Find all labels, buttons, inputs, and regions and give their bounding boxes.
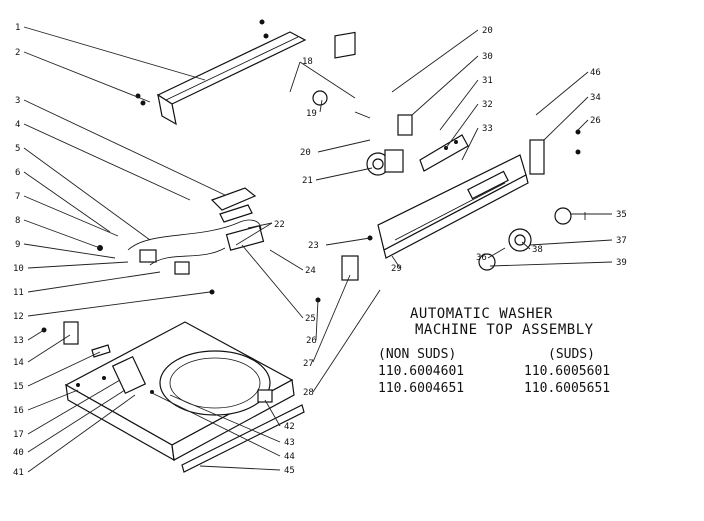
callout-label: 40 xyxy=(13,448,24,458)
callout-label: 10 xyxy=(13,264,24,274)
callout-label: 22 xyxy=(274,220,285,230)
callout-label: 44 xyxy=(284,452,295,462)
callout-label: 13 xyxy=(13,336,24,346)
callout-label: 12 xyxy=(13,312,24,322)
callout-label: 31 xyxy=(482,76,493,86)
callout-label: 15 xyxy=(13,382,24,392)
callout-label: 34 xyxy=(590,93,601,103)
callout-label: 20 xyxy=(482,26,493,36)
callout-label: 30 xyxy=(482,52,493,62)
console-panel xyxy=(377,154,529,259)
callout-label: 9 xyxy=(15,240,20,250)
callout-label: 2 xyxy=(15,48,20,58)
suds-header: (SUDS) xyxy=(548,347,595,362)
non-suds-part-number: 110.6004651 xyxy=(378,381,464,396)
callout-label: 21 xyxy=(302,176,313,186)
callout-label: 18 xyxy=(302,57,313,67)
callout-label: 25 xyxy=(305,314,316,324)
callout-label: 6 xyxy=(15,168,20,178)
callout-label: 3 xyxy=(15,96,20,106)
non-suds-part-number: 110.6004601 xyxy=(378,364,464,379)
callout-label: 38 xyxy=(532,245,543,255)
machine-top-frame xyxy=(64,321,305,473)
callout-label: 36 xyxy=(476,253,487,263)
lid-switch xyxy=(315,235,373,303)
timer-motor xyxy=(366,149,404,176)
callout-label: 7 xyxy=(15,192,20,202)
callout-label: 28 xyxy=(303,388,314,398)
callout-label: 19 xyxy=(306,109,317,119)
callout-label: 41 xyxy=(13,468,24,478)
top-trim-rail xyxy=(135,19,307,126)
callout-label: 26 xyxy=(306,336,317,346)
callout-label: 1 xyxy=(15,23,20,33)
callout-label: 11 xyxy=(13,288,24,298)
callout-label: 27 xyxy=(303,359,314,369)
callout-label: 4 xyxy=(15,120,20,130)
callout-label: 32 xyxy=(482,100,493,110)
callout-label: 8 xyxy=(15,216,20,226)
callout-labels: 1 2 3 4 5 6 7 8 9 10 11 12 13 14 15 16 1… xyxy=(13,23,627,478)
title-block: AUTOMATIC WASHER MACHINE TOP ASSEMBLY (N… xyxy=(378,306,610,396)
callout-label: 33 xyxy=(482,124,493,134)
callout-label: 43 xyxy=(284,438,295,448)
callout-label: 42 xyxy=(284,422,295,432)
diagram-title-line-1: AUTOMATIC WASHER xyxy=(410,306,553,322)
callout-label: 23 xyxy=(308,241,319,251)
callout-label: 26 xyxy=(590,116,601,126)
callout-label: 37 xyxy=(616,236,627,246)
callout-label: 24 xyxy=(305,266,316,276)
leader-lines xyxy=(23,26,613,473)
callout-label: 45 xyxy=(284,466,295,476)
callout-label: 46 xyxy=(590,68,601,78)
callout-label: 17 xyxy=(13,430,24,440)
non-suds-header: (NON SUDS) xyxy=(378,347,456,362)
lid-switch-harness xyxy=(97,187,265,295)
callout-label: 14 xyxy=(13,358,24,368)
diagram-title-line-2: MACHINE TOP ASSEMBLY xyxy=(415,322,594,338)
timer-switch-assembly xyxy=(312,31,371,119)
callout-label: 29 xyxy=(391,264,402,274)
control-knobs xyxy=(478,207,572,271)
end-bracket xyxy=(529,129,581,175)
suds-part-number: 110.6005601 xyxy=(524,364,610,379)
callout-label: 20 xyxy=(300,148,311,158)
callout-label: 39 xyxy=(616,258,627,268)
callout-label: 5 xyxy=(15,144,20,154)
selector-switch xyxy=(397,114,469,172)
callout-label: 16 xyxy=(13,406,24,416)
callout-label: 35 xyxy=(616,210,627,220)
suds-part-number: 110.6005651 xyxy=(524,381,610,396)
